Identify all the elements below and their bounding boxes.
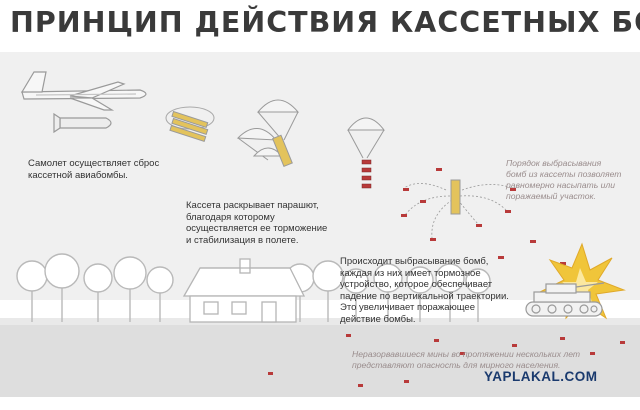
parachute-icon [346,117,386,159]
bomb-trajectories [403,183,513,239]
page-title: ПРИНЦИП ДЕЙСТВИЯ КАССЕТНЫХ БОМБ [10,6,640,39]
tree-icon [44,253,80,322]
cassette-opening-icon [165,106,215,143]
house-icon [182,258,306,323]
unexploded-mines [268,334,625,387]
falling-cassette-icon [450,179,461,215]
tree-icon [465,268,491,322]
tree-icon [146,266,174,322]
bomber-aircraft-icon [20,71,147,111]
step-1-caption: Самолет осуществляет сброс кассетной ави… [28,158,160,181]
tree-icon [83,263,113,322]
bomblets-icon [361,159,372,189]
note-unexploded: Неразорвавшиеся мины во протяжении неско… [352,349,581,370]
tree-icon [343,268,369,322]
tree-icon [113,256,147,322]
scattered-bomblets [401,168,566,265]
cassette-icon [53,112,112,134]
step-2-caption: Кассета раскрывает парашют, благодаря ко… [186,200,328,246]
tree-icon [373,263,403,322]
trees [16,253,491,322]
tree-icon [312,260,344,322]
cassette-icon [272,134,293,168]
ground-edge [0,318,640,326]
tree-icon [435,263,465,322]
parachute-icon [236,99,300,161]
step-3-caption: Происходит выбрасывание бомб, каждая из … [340,256,509,325]
tree-icon [16,260,48,322]
ground-strip [0,325,640,397]
tree-icon [406,266,434,322]
watermark: YAPLAKAL.COM [484,369,598,384]
tank-icon [525,282,605,317]
note-scatter: Порядок выбрасывания бомб из кассеты поз… [506,158,622,201]
